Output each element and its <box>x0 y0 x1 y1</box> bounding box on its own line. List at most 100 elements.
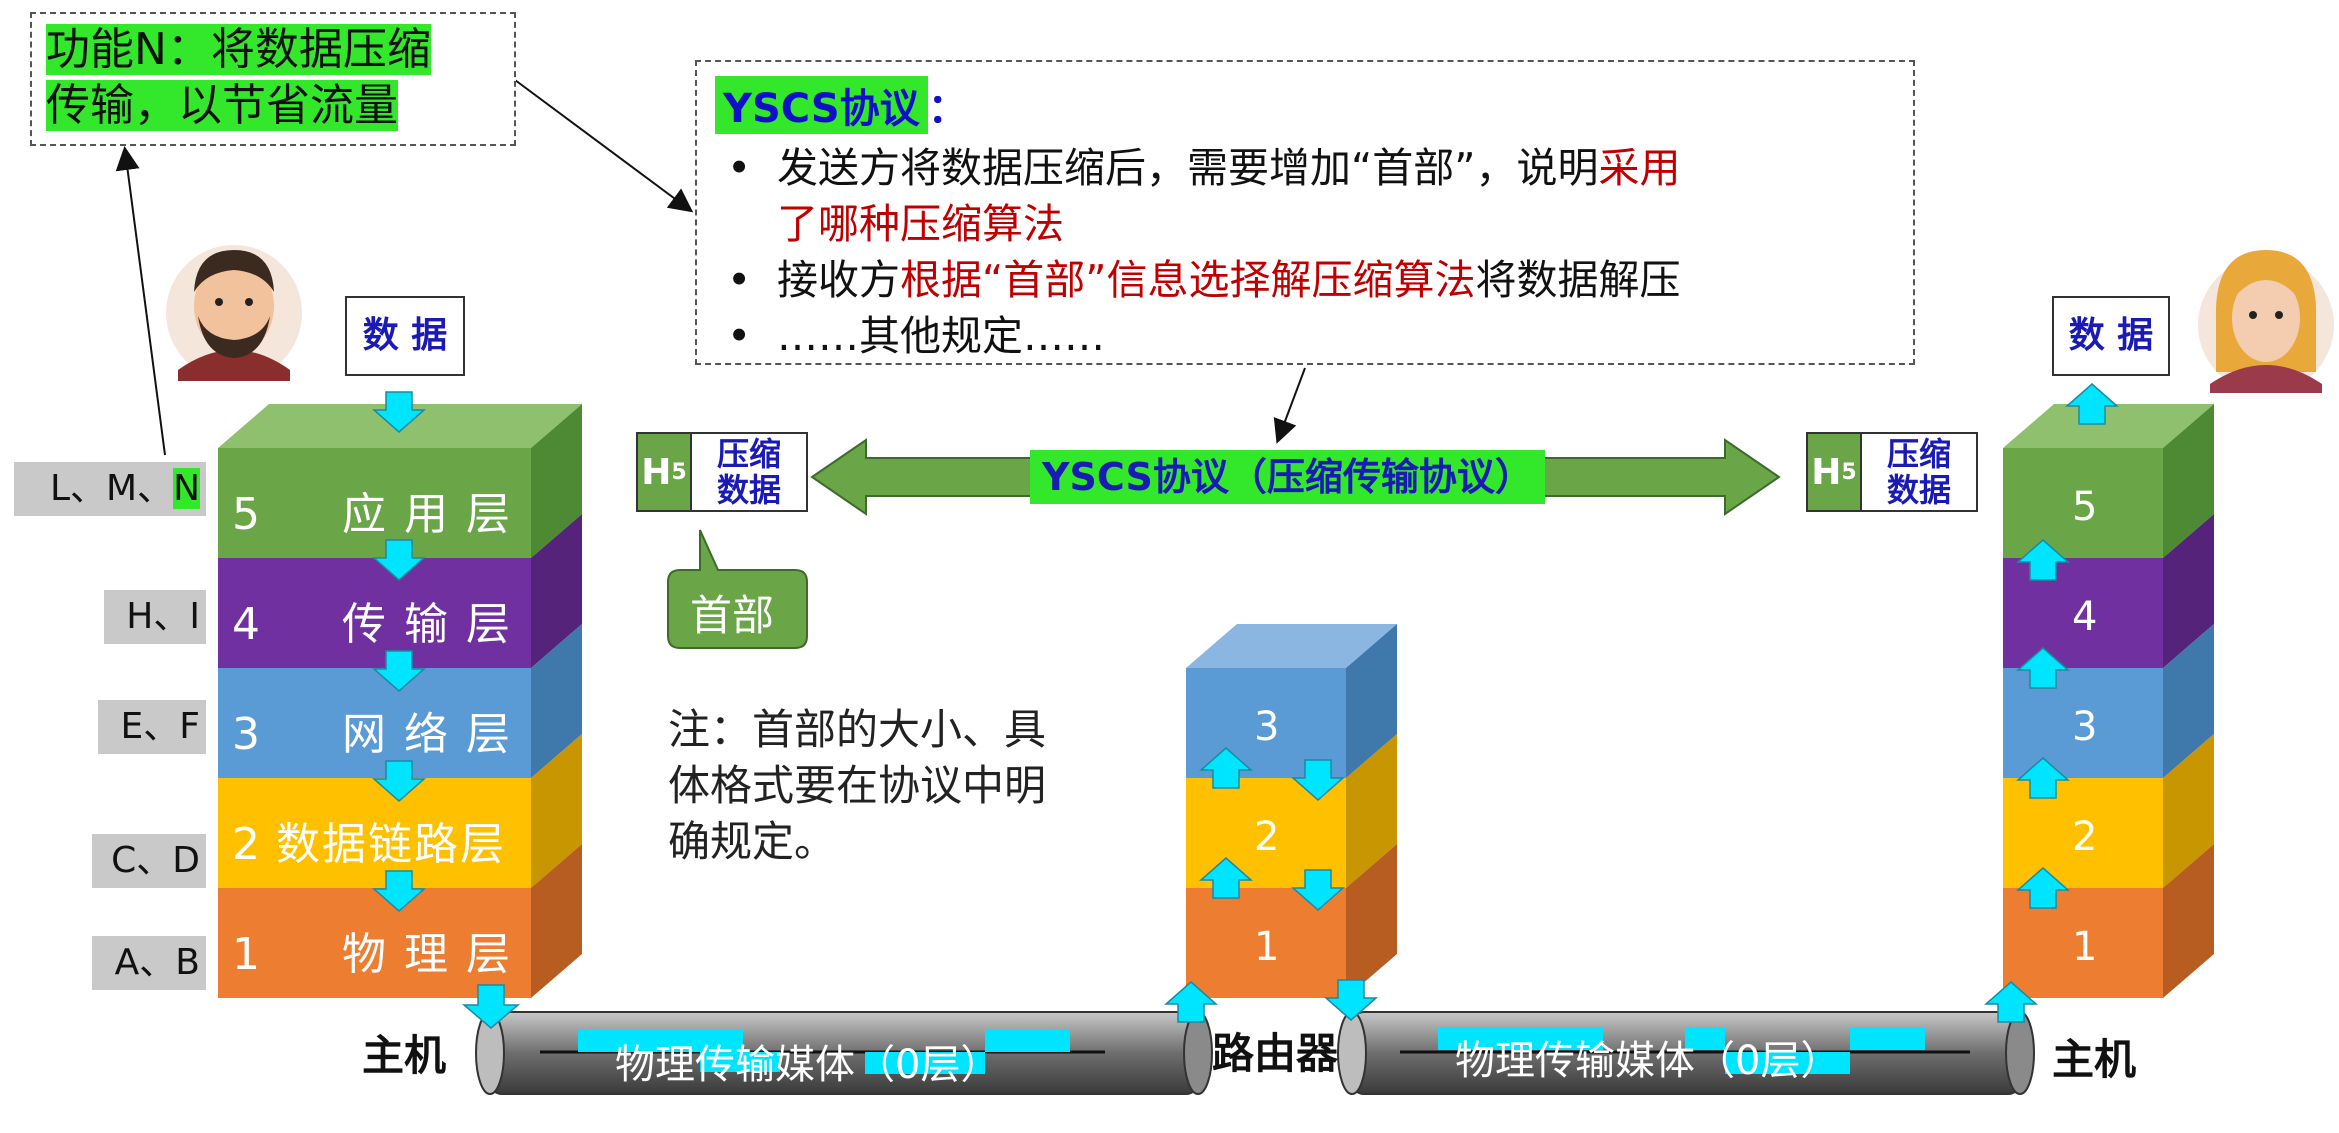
up-arrow <box>2016 647 2070 689</box>
left-layer-2-face <box>218 778 531 888</box>
note-line-2: 体格式要在协议中明 <box>668 761 1047 810</box>
protocol-box-title: YSCS协议 <box>715 76 928 134</box>
bullet-dot: • <box>727 144 752 192</box>
right-medium-label: 物理传输媒体（0层） <box>1455 1038 1841 1084</box>
up-arrow <box>2016 757 2070 799</box>
layer-name: 数据链路层 <box>276 819 506 870</box>
up-arrow <box>1199 857 1253 899</box>
header-callout-text: 首部 <box>690 591 775 640</box>
protocol-box-title-colon: ： <box>927 86 968 132</box>
right-layer-1-side <box>2163 844 2214 998</box>
rule-text: 将数据解压 <box>1475 256 1681 304</box>
down-arrow <box>372 391 426 433</box>
up-arrow <box>2016 539 2070 581</box>
router-layer-2-label: 2 <box>1254 814 1280 860</box>
protocol-rule-2: • 接收方根据“首部”信息选择解压缩算法将数据解压 <box>715 252 1895 308</box>
router-layer-3-side <box>1346 624 1397 778</box>
h5-h: H <box>641 451 672 493</box>
side-label-layer-1: A、B <box>92 936 206 990</box>
left-layer-3-face <box>218 668 531 778</box>
note-line-3: 确规定。 <box>668 817 837 866</box>
right-host-label: 主机 <box>2052 1035 2137 1084</box>
down-arrow <box>372 650 426 692</box>
left-layer-4-side <box>531 514 582 668</box>
right-medium-pipe <box>1337 1011 2035 1095</box>
compressed-data-label: 压缩数据 <box>692 432 808 512</box>
function-note-line-2: 传输，以节省流量 <box>46 80 398 131</box>
down-arrow <box>372 760 426 802</box>
right-layer-2-label: 2 <box>2072 814 2098 860</box>
left-layer-2-label: 2 数据链路层 <box>232 808 506 872</box>
left-layer-1-side <box>531 844 582 998</box>
router-label: 路由器 <box>1212 1029 1339 1078</box>
up-arrow <box>1164 981 1218 1023</box>
up-arrow <box>2065 383 2119 425</box>
layer-number: 2 <box>232 819 262 870</box>
layer-number: 1 <box>232 929 262 980</box>
right-layer-3-side <box>2163 624 2214 778</box>
side-label-layer-2: C、D <box>92 834 206 888</box>
down-arrow <box>1324 979 1378 1021</box>
router-stack <box>1186 624 1397 998</box>
protocol-banner: YSCS协议（压缩传输协议） <box>1030 450 1545 504</box>
left-layer-3-side <box>531 624 582 778</box>
rule-text-red: 了哪种压缩算法 <box>777 200 1064 248</box>
bit-block <box>578 1030 743 1052</box>
router-layer-1-label: 1 <box>1254 924 1280 970</box>
left-layer-5-face <box>218 448 531 558</box>
h5-line-2: 数据 <box>716 471 781 509</box>
right-layer-5-face <box>2003 448 2163 558</box>
up-arrow <box>1199 747 1253 789</box>
router-layer-2-side <box>1346 734 1397 888</box>
left-layer-1-face <box>218 888 531 998</box>
left-medium-label: 物理传输媒体（0层） <box>615 1042 1001 1088</box>
router-layer-3-label: 3 <box>1254 704 1280 750</box>
protocol-description-box: YSCS协议： •发送方将数据压缩后，需要增加“首部”，说明采用 了哪种压缩算法… <box>695 60 1915 365</box>
left-layer-3-label: 3 网 络 层 <box>232 698 512 762</box>
left-host-stack <box>218 404 582 998</box>
right-layer-5-label: 5 <box>2072 484 2098 530</box>
h5-line-2: 数据 <box>1886 471 1951 509</box>
bullet-dot: • <box>727 256 752 304</box>
layer-name: 物 理 层 <box>342 929 512 980</box>
layer-number: 3 <box>232 709 262 760</box>
function-note-text: 功能N：将数据压缩 传输，以节省流量 <box>32 14 514 142</box>
compressed-data-label: 压缩数据 <box>1862 432 1978 512</box>
header-format-note: 注：首部的大小、具 体格式要在协议中明 确规定。 <box>668 702 1046 870</box>
right-layer-1-label: 1 <box>2072 924 2098 970</box>
right-layer-4-label: 4 <box>2072 594 2098 640</box>
side-label-layer-3: E、F <box>98 700 206 754</box>
h5-line-1: 压缩 <box>1886 435 1951 473</box>
bit-block <box>1850 1028 1925 1050</box>
rule-text: ……其他规定…… <box>777 312 1105 360</box>
side-label-layer-4: H、I <box>104 590 206 644</box>
router-top-face <box>1186 624 1397 668</box>
left-down-arrows <box>372 391 521 1029</box>
sender-avatar <box>166 245 302 381</box>
protocol-rule-1-continued: 了哪种压缩算法 <box>715 196 1895 252</box>
right-up-arrows <box>1984 383 2119 1023</box>
right-host-stack <box>2003 404 2214 998</box>
router-arrows <box>1164 747 1378 1023</box>
bit-block <box>1438 1028 1603 1050</box>
left-host-label: 主机 <box>362 1031 447 1080</box>
down-arrow <box>372 870 426 912</box>
function-note-box: 功能N：将数据压缩 传输，以节省流量 <box>30 12 516 146</box>
h5-h: H <box>1811 451 1842 493</box>
rule-text-red: 采用 <box>1598 144 1681 192</box>
bullet-dot: • <box>727 312 752 360</box>
receiver-data-box: 数 据 <box>2052 296 2170 376</box>
right-stack-top-face <box>2003 404 2214 448</box>
left-layer-2-side <box>531 734 582 888</box>
function-note-line-1: 功能N：将数据压缩 <box>46 24 431 75</box>
left-medium-pipe <box>475 1011 1213 1095</box>
layer-name: 网 络 层 <box>342 709 512 760</box>
sender-data-box: 数 据 <box>345 296 465 376</box>
layer-name: 传 输 层 <box>342 599 512 650</box>
rule-text: 接收方 <box>777 256 900 304</box>
rule-text-red: 根据“首部”信息选择解压缩算法 <box>900 256 1476 304</box>
down-arrow <box>1291 759 1345 801</box>
